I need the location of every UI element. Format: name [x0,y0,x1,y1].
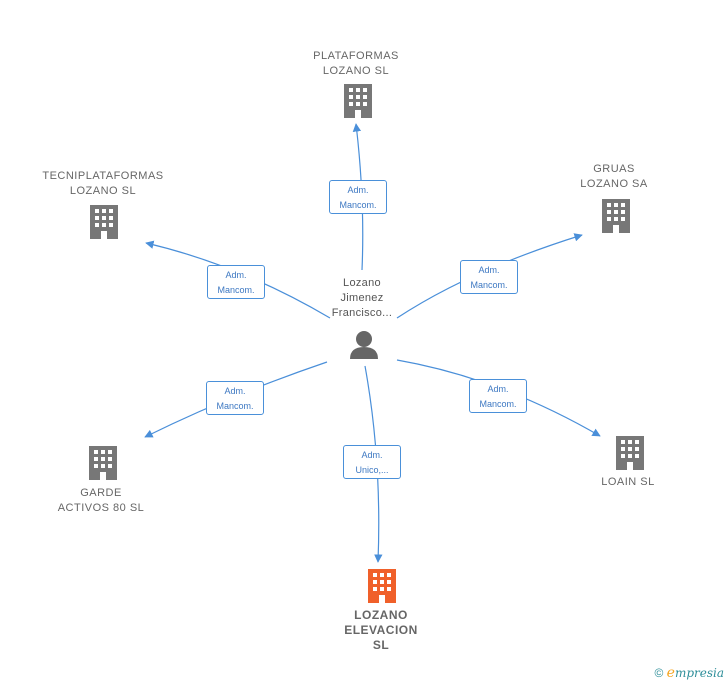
relation-role: Adm. [225,270,247,280]
node-label-line: LOZANO SL [322,65,390,77]
node-label-plataformas[interactable]: PLATAFORMAS LOZANO SL [296,49,416,79]
building-icon [602,199,630,233]
center-name-line: Jimenez [340,292,384,304]
building-icon-highlight [368,569,396,603]
relation-label-tecniplataformas[interactable]: Adm. Mancom. [207,265,265,299]
node-label-line: GARDE [80,487,122,499]
node-label-line: LOAIN SL [601,476,655,488]
building-icon [89,446,117,480]
building-icon [344,84,372,118]
center-person-name[interactable]: Lozano Jimenez Francisco... [310,276,414,321]
node-label-line: GRUAS [593,163,635,175]
brand-logo-text: mpresia [674,666,724,680]
relation-role: Adm. [478,265,500,275]
node-label-line: LOZANO [354,608,408,622]
node-label-loain[interactable]: LOAIN SL [584,475,672,490]
copyright-icon: © [654,666,664,680]
relation-label-lozano-elevacion[interactable]: Adm. Unico,... [343,445,401,479]
node-label-tecniplataformas[interactable]: TECNIPLATAFORMAS LOZANO SL [28,169,178,199]
building-icon [90,205,118,239]
building-icon [616,436,644,470]
node-label-lozano-elevacion[interactable]: LOZANO ELEVACION SL [326,608,436,653]
relation-role-detail: Mancom. [216,401,254,411]
node-label-garde[interactable]: GARDE ACTIVOS 80 SL [46,486,156,516]
person-icon [350,331,378,359]
node-label-line: ELEVACION [344,623,418,637]
relation-role: Adm. [224,386,246,396]
relation-role-detail: Mancom. [479,399,517,409]
node-label-line: LOZANO SL [69,185,137,197]
relation-label-plataformas[interactable]: Adm. Mancom. [329,180,387,214]
relation-role-detail: Unico,... [355,465,389,475]
relation-role-detail: Mancom. [339,200,377,210]
relation-label-garde[interactable]: Adm. Mancom. [206,381,264,415]
node-label-line: SL [372,638,390,652]
relation-label-gruas[interactable]: Adm. Mancom. [460,260,518,294]
center-name-line: Lozano [343,277,381,289]
relation-role: Adm. [361,450,383,460]
relation-role-detail: Mancom. [217,285,255,295]
brand-logo-initial: e [666,665,675,681]
node-label-line: PLATAFORMAS [313,50,399,62]
center-name-line: Francisco... [331,307,393,319]
relation-role: Adm. [487,384,509,394]
node-label-line: TECNIPLATAFORMAS [42,170,164,182]
node-label-gruas[interactable]: GRUAS LOZANO SA [556,162,672,192]
relation-role-detail: Mancom. [470,280,508,290]
relation-role: Adm. [347,185,369,195]
node-label-line: LOZANO SA [580,178,648,190]
relation-label-loain[interactable]: Adm. Mancom. [469,379,527,413]
node-label-line: ACTIVOS 80 SL [57,502,145,514]
brand-footer[interactable]: © empresia [654,665,724,681]
